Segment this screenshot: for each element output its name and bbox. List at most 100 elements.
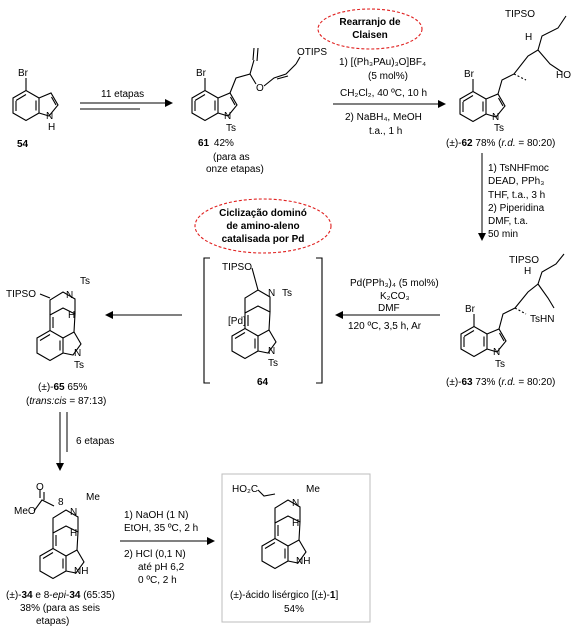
atom-o: O	[256, 83, 264, 94]
svg-text:120 ºC, 3,5 h, Ar: 120 ºC, 3,5 h, Ar	[348, 321, 422, 332]
compound-65: TIPSO N Ts H N Ts (±)-65 65% (trans:cis …	[6, 276, 106, 407]
atom-br: Br	[465, 304, 476, 315]
svg-text:EtOH, 35 ºC, 2 h: EtOH, 35 ºC, 2 h	[124, 523, 198, 534]
svg-text:DMF: DMF	[378, 303, 400, 314]
atom-br: Br	[196, 68, 207, 79]
atom-ts: Ts	[74, 360, 84, 371]
compound-yield: (±)-65 65%	[38, 382, 88, 393]
svg-text:catalisada por Pd: catalisada por Pd	[222, 234, 305, 245]
atom-ts: Ts	[226, 123, 236, 134]
atom-me: Me	[306, 484, 320, 495]
atom-8: 8	[58, 497, 64, 508]
atom-tshn: TsHN	[530, 314, 554, 325]
compound-yield-note: onze etapas)	[206, 164, 264, 175]
atom-br: Br	[18, 68, 29, 79]
atom-ts: Ts	[495, 359, 505, 370]
atom-n: N	[224, 111, 231, 122]
svg-text:Ciclização dominó: Ciclização dominó	[219, 208, 307, 219]
atom-n: N	[492, 112, 499, 123]
atom-me: Me	[86, 492, 100, 503]
atom-n: N	[493, 347, 500, 358]
domino-callout: Ciclização dominó de amino-aleno catalis…	[194, 198, 332, 254]
atom-ts: Ts	[268, 358, 278, 369]
atom-n: N	[268, 346, 275, 357]
atom-n: N	[268, 288, 275, 299]
atom-h: H	[68, 310, 75, 321]
svg-text:(5 mol%): (5 mol%)	[368, 71, 408, 82]
compound-61: Br N Ts O OTIPS 61 42% (para as onze eta…	[191, 47, 327, 175]
arrow-step-6: 6 etapas	[56, 412, 114, 471]
compound-yield: (±)-63 73% (r.d. = 80:20)	[446, 377, 555, 388]
atom-tipso: TIPSO	[6, 289, 36, 300]
atom-n: N	[292, 498, 299, 509]
svg-text:de amino-aleno: de amino-aleno	[226, 221, 299, 232]
atom-h: H	[525, 32, 532, 43]
atom-ts: Ts	[80, 276, 90, 287]
atom-nh: NH	[296, 556, 310, 567]
svg-text:2) HCl (0,1 N): 2) HCl (0,1 N)	[124, 549, 186, 560]
atom-h: H	[292, 518, 299, 529]
compound-label-64: 64	[257, 377, 269, 388]
svg-text:1) NaOH (1 N): 1) NaOH (1 N)	[124, 510, 188, 521]
svg-text:etapas): etapas)	[36, 616, 69, 627]
step-1-conditions: 11 etapas	[101, 89, 144, 100]
atom-ho2c: HO₂C	[232, 484, 258, 495]
svg-text:DMF, t.a.: DMF, t.a.	[488, 216, 528, 227]
svg-text:Pd(PPh₃)₄ (5 mol%): Pd(PPh₃)₄ (5 mol%)	[350, 278, 439, 289]
atom-pd: [Pd]	[228, 316, 246, 327]
compound-yield: 61 42%	[198, 138, 234, 149]
atom-n: N	[74, 348, 81, 359]
atom-h: H	[70, 528, 77, 539]
atom-tipso: TIPSO	[505, 9, 535, 20]
svg-text:DEAD, PPh₃: DEAD, PPh₃	[488, 176, 544, 187]
product-yield: 54%	[284, 604, 304, 615]
atom-h: H	[524, 266, 531, 277]
compound-yield-note: (para as	[213, 152, 250, 163]
svg-text:Rearranjo de: Rearranjo de	[339, 17, 401, 28]
product-name: (±)-ácido lisérgico [(±)-1]	[230, 590, 338, 601]
claisen-callout: Rearranjo de Claisen	[317, 8, 423, 50]
atom-tipso: TIPSO	[222, 262, 252, 273]
atom-meo: MeO	[14, 506, 36, 517]
svg-text:0 ºC, 2 h: 0 ºC, 2 h	[138, 575, 177, 586]
compound-34: MeO O 8 N Me H NH (±)-34 e 8-epi-34 (65:…	[6, 482, 115, 627]
atom-otips: OTIPS	[297, 47, 327, 58]
svg-text:38% (para as seis: 38% (para as seis	[20, 603, 100, 614]
svg-text:THF, t.a., 3 h: THF, t.a., 3 h	[488, 190, 545, 201]
atom-nh: NH	[74, 566, 88, 577]
atom-n: N	[46, 111, 53, 122]
compound-label-34: (±)-34 e 8-epi-34 (65:35)	[6, 590, 115, 601]
compound-62: Br N Ts TIPSO H HO (±)-62 78% (r.d. = 80…	[446, 9, 571, 149]
arrow-step-3: 1) TsNHFmoc DEAD, PPh₃ THF, t.a., 3 h 2)…	[478, 153, 549, 241]
svg-text:CH₂Cl₂, 40 ºC, 10 h: CH₂Cl₂, 40 ºC, 10 h	[340, 88, 427, 99]
svg-text:1) TsNHFmoc: 1) TsNHFmoc	[488, 163, 549, 174]
compound-ratio: (trans:cis = 87:13)	[26, 396, 106, 407]
svg-text:2) NaBH₄, MeOH: 2) NaBH₄, MeOH	[345, 112, 422, 123]
atom-ho: HO	[556, 70, 571, 81]
arrow-step-7: 1) NaOH (1 N) EtOH, 35 ºC, 2 h 2) HCl (0…	[120, 510, 215, 586]
atom-br: Br	[464, 69, 475, 80]
compound-yield: (±)-62 78% (r.d. = 80:20)	[446, 138, 555, 149]
atom-h: H	[48, 122, 55, 133]
atom-n: N	[66, 290, 73, 301]
compound-54: Br N H 54	[12, 68, 59, 150]
atom-o: O	[36, 482, 44, 493]
compound-label-54: 54	[17, 139, 29, 150]
svg-text:até pH 6,2: até pH 6,2	[138, 562, 185, 573]
arrow-step-1: 11 etapas	[80, 89, 173, 110]
svg-text:50 min: 50 min	[488, 229, 518, 240]
atom-ts: Ts	[494, 123, 504, 134]
compound-64: TIPSO N Ts [Pd] N Ts 64	[203, 257, 323, 388]
product-box: HO₂C N Me H NH (±)-ácido lisérgico [(±)-…	[221, 473, 371, 623]
arrow-step-2: 1) [(Ph₃PAu)₃O]BF₄ (5 mol%) CH₂Cl₂, 40 º…	[333, 57, 446, 137]
svg-text:6 etapas: 6 etapas	[76, 436, 114, 447]
compound-63: Br N Ts TIPSO H TsHN (±)-63 73% (r.d. = …	[446, 253, 565, 388]
atom-tipso: TIPSO	[509, 255, 539, 266]
atom-n: N	[70, 507, 77, 518]
arrow-step-4: Pd(PPh₃)₄ (5 mol%) K₂CO₃ DMF 120 ºC, 3,5…	[335, 278, 440, 332]
svg-text:Claisen: Claisen	[352, 30, 388, 41]
svg-text:1) [(Ph₃PAu)₃O]BF₄: 1) [(Ph₃PAu)₃O]BF₄	[339, 57, 426, 68]
svg-text:t.a., 1 h: t.a., 1 h	[369, 126, 402, 137]
svg-text:2) Piperidina: 2) Piperidina	[488, 203, 545, 214]
